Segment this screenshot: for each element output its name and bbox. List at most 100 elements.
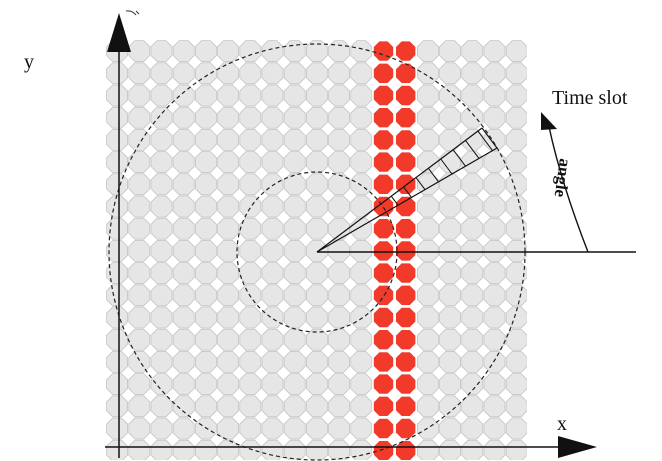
grid-cell (128, 151, 151, 174)
grid-cell (483, 439, 506, 460)
grid-cell (194, 62, 217, 85)
grid-cell (106, 306, 128, 329)
grid-cell (505, 151, 527, 174)
grid-cell (350, 239, 373, 262)
grid-cell (439, 306, 462, 329)
grid-cell (305, 128, 328, 151)
grid-cell (350, 439, 373, 460)
grid-cell (328, 128, 351, 151)
grid-cell (239, 306, 262, 329)
highlighted-cell (372, 261, 395, 285)
grid-cell (305, 284, 328, 307)
highlighted-cell (394, 128, 418, 152)
grid-cell (239, 84, 262, 107)
highlighted-cell (394, 150, 418, 174)
grid-cell (128, 439, 151, 460)
highlighted-cell (394, 350, 418, 374)
grid-cell (106, 106, 128, 129)
grid-cell (505, 262, 527, 285)
hatch-line (477, 130, 493, 151)
grid-cell (350, 306, 373, 329)
hatch-line (452, 149, 466, 167)
grid-cell (128, 195, 151, 218)
grid-cell (305, 306, 328, 329)
grid-cell (505, 328, 527, 351)
grid-cell (172, 306, 195, 329)
grid-cell (172, 417, 195, 440)
grid-cell (239, 151, 262, 174)
grid-cell (483, 217, 506, 240)
grid-cell (416, 350, 439, 373)
grid-cell (350, 284, 373, 307)
grid-cell (261, 239, 284, 262)
grid-cell (172, 106, 195, 129)
grid-cell (172, 217, 195, 240)
grid-cell (328, 195, 351, 218)
grid-cell (194, 151, 217, 174)
grid-cell (261, 417, 284, 440)
grid-cell (261, 40, 284, 62)
highlighted-cell (394, 394, 418, 418)
grid-cell (283, 350, 306, 373)
grid-cell (483, 173, 506, 196)
grid-cell (350, 40, 373, 62)
grid-cell (261, 195, 284, 218)
grid-cell (439, 350, 462, 373)
grid-cell (350, 417, 373, 440)
grid-cell (283, 395, 306, 418)
grid-cell (283, 151, 306, 174)
grid-cell (505, 373, 527, 396)
grid-cell (172, 439, 195, 460)
highlighted-cell (372, 417, 395, 440)
grid-cell (461, 84, 484, 107)
y-tip-mark (125, 10, 140, 16)
grid-cell (150, 106, 173, 129)
grid-cell (283, 128, 306, 151)
grid-cell (150, 350, 173, 373)
grid-cell (283, 328, 306, 351)
grid-cell (128, 373, 151, 396)
grid-cell (128, 217, 151, 240)
grid-cell (328, 62, 351, 85)
grid-cell (416, 217, 439, 240)
grid-cell (439, 439, 462, 460)
grid-cell (217, 262, 240, 285)
grid-cell (217, 128, 240, 151)
grid-cell (150, 151, 173, 174)
grid-cell (172, 239, 195, 262)
highlighted-cell (372, 128, 395, 152)
grid-cell (194, 173, 217, 196)
grid-cell (283, 195, 306, 218)
highlighted-cell (372, 283, 395, 307)
grid-cell (172, 328, 195, 351)
grid-cell (172, 395, 195, 418)
grid-cell (217, 217, 240, 240)
grid-cell (261, 439, 284, 460)
grid-cell (305, 239, 328, 262)
highlighted-cell (394, 239, 418, 263)
grid-cell (305, 106, 328, 129)
grid-cell (128, 262, 151, 285)
grid-cell (150, 195, 173, 218)
grid-cell (305, 395, 328, 418)
grid-cell (217, 417, 240, 440)
grid-cell (305, 328, 328, 351)
grid-cell (416, 62, 439, 85)
grid-cell (350, 62, 373, 85)
grid-cell (350, 217, 373, 240)
grid-cell (305, 62, 328, 85)
grid-cell (483, 195, 506, 218)
grid-cell (505, 239, 527, 262)
grid-cell (128, 84, 151, 107)
grid-cell (439, 395, 462, 418)
grid-cell (283, 373, 306, 396)
grid-cell (305, 439, 328, 460)
grid-cell (261, 106, 284, 129)
grid-cell (261, 395, 284, 418)
grid-cell (461, 106, 484, 129)
grid-cell (505, 106, 527, 129)
grid-cell (483, 350, 506, 373)
highlighted-cell (372, 328, 395, 352)
grid-cell (328, 328, 351, 351)
grid-cell (172, 173, 195, 196)
